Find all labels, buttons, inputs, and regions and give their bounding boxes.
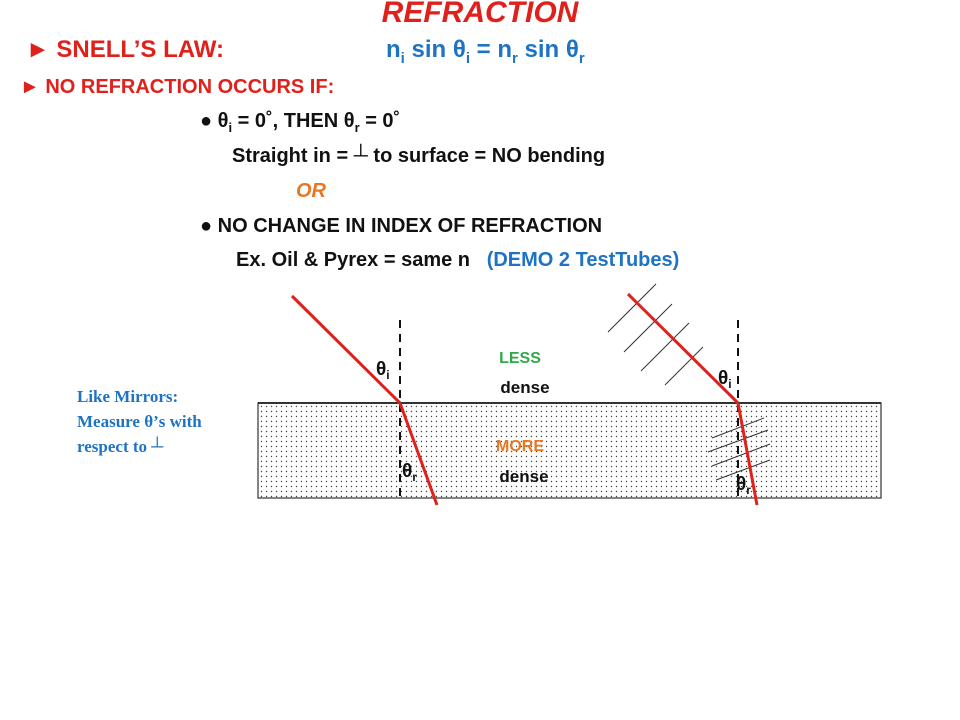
dense-medium-block <box>257 402 882 499</box>
more-dense-label: dense <box>499 467 548 486</box>
more-label: MORE <box>496 438 544 455</box>
right-theta-i: θi <box>718 368 732 391</box>
example-text: Ex. Oil & Pyrex = same n <box>236 249 471 271</box>
right-refracted-ray <box>736 402 759 506</box>
right-theta-r: θr <box>736 474 751 497</box>
straight-in-note: Straight in = ┴ to surface = NO bending <box>232 145 606 167</box>
left-incident-ray <box>290 294 402 405</box>
example-line: Ex. Oil & Pyrex = same n (DEMO 2 TestTub… <box>236 249 679 272</box>
or-label: OR <box>296 180 326 202</box>
left-theta-r: θr <box>402 461 417 484</box>
demo-note: (DEMO 2 TestTubes) <box>486 249 680 271</box>
snells-law-formula: ni sin θi = nr sin θr <box>386 36 585 67</box>
no-refraction-heading: ► NO REFRACTION OCCURS IF: <box>20 76 335 98</box>
right-incident-ray <box>626 292 740 405</box>
refraction-diagram: LESS dense MORE dense θi θr θi θr <box>257 283 882 506</box>
right-incident-wavefronts <box>607 283 704 386</box>
snells-law-label: ► SNELL’S LAW: <box>26 36 224 63</box>
right-refracted-wavefronts <box>707 417 771 481</box>
left-refracted-ray <box>398 402 439 506</box>
page-title: REFRACTION <box>381 0 579 29</box>
left-theta-i: θi <box>376 359 390 382</box>
bullet-same-index: ● NO CHANGE IN INDEX OF REFRACTION <box>200 215 603 237</box>
bullet-zero-angle: ● θi = 0˚, THEN θr = 0˚ <box>200 110 401 135</box>
side-note: Like Mirrors: Measure θ’s with respect t… <box>77 387 202 456</box>
less-label: LESS <box>499 350 541 367</box>
less-dense-label: dense <box>500 378 549 397</box>
